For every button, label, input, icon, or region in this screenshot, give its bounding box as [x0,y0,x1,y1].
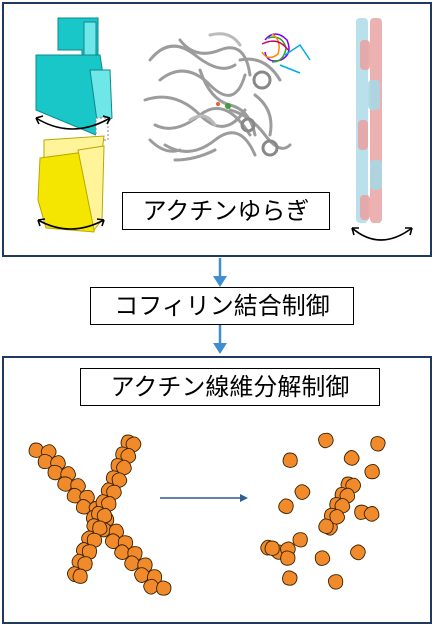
subunit [125,436,142,453]
subunit [106,484,122,501]
subunit [280,550,296,566]
subunit [343,450,360,466]
rotation-arrow-icon [35,117,111,130]
subunit [282,570,298,586]
actin-structure [143,32,292,162]
transition-arrow-icon [160,494,248,502]
filament-severing-label: アクチン線維分解制御 [80,368,380,406]
subunit [156,580,172,596]
subunit [370,436,386,452]
subunit [282,452,298,468]
subunit [363,506,380,522]
rotation-arrow-icon [37,219,105,230]
subunit [318,518,334,534]
ligand-dot [225,103,231,109]
actin-fluctuation-label: アクチンゆらぎ [122,192,330,230]
actin-filament [351,18,413,241]
rotation-arrow-icon [351,227,413,241]
cofilin-binding-label: コフィリン結合制御 [90,287,354,325]
subunit [329,509,345,525]
subunit [294,484,311,500]
subunit [124,555,140,572]
subunit [47,464,63,481]
domain-model [35,17,113,233]
subunit [111,472,128,488]
cofilin-ligand [261,33,311,74]
flow-arrow-icon [213,258,227,287]
subunit [134,567,150,583]
subunit [86,532,103,548]
subunit [314,550,331,566]
actin-subunits [28,432,386,596]
subunit [81,544,98,560]
subunit [264,540,280,556]
subunit [327,574,344,590]
subunit [350,544,366,561]
flow-arrow-icon [213,325,227,354]
subunit [278,498,294,514]
subunit [292,532,308,548]
subunit [318,432,334,449]
subunit [72,568,88,584]
subunit [364,463,380,480]
subunit [37,453,54,470]
